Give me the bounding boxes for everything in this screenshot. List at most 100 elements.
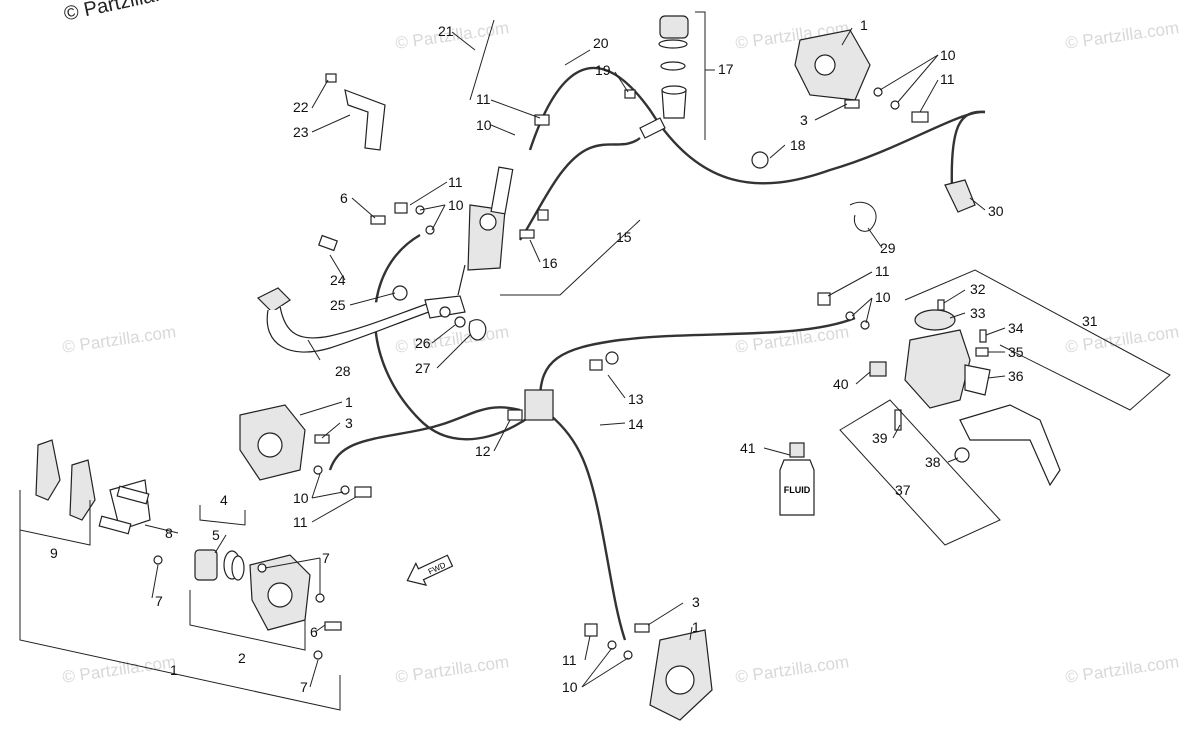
callout-29[interactable]: 29 xyxy=(880,240,896,256)
callout-10-top[interactable]: 10 xyxy=(476,117,492,133)
callout-13[interactable]: 13 xyxy=(628,391,644,407)
fluid-reservoir[interactable] xyxy=(639,15,689,139)
callout-34[interactable]: 34 xyxy=(1008,320,1024,336)
callout-11-right[interactable]: 11 xyxy=(875,263,890,279)
caliper-rear-left[interactable] xyxy=(194,549,342,660)
callout-32[interactable]: 32 xyxy=(970,281,986,297)
brake-hose-20[interactable] xyxy=(528,66,986,185)
caliper-rear[interactable] xyxy=(584,623,713,721)
callout-41[interactable]: 41 xyxy=(740,440,756,456)
callout-11-bottom[interactable]: 11 xyxy=(562,652,577,668)
callout-6-bottom[interactable]: 6 xyxy=(310,624,318,640)
callout-26[interactable]: 26 xyxy=(415,335,431,351)
callout-1-bottom[interactable]: 1 xyxy=(692,619,700,635)
callout-28[interactable]: 28 xyxy=(335,363,351,379)
return-spring-21[interactable] xyxy=(469,19,495,101)
callout-33[interactable]: 33 xyxy=(970,305,986,321)
fitting-16[interactable] xyxy=(519,229,535,239)
pin-26[interactable] xyxy=(454,316,466,328)
o-ring-7 xyxy=(315,593,325,603)
bolt-22[interactable] xyxy=(325,73,337,83)
switch-40 xyxy=(869,361,887,377)
callout-5[interactable]: 5 xyxy=(212,527,220,543)
callout-36[interactable]: 36 xyxy=(1008,368,1024,384)
washer-25[interactable] xyxy=(392,285,408,301)
callout-38[interactable]: 38 xyxy=(925,454,941,470)
callout-7-left[interactable]: 7 xyxy=(155,593,163,609)
callout-10-right[interactable]: 10 xyxy=(875,289,891,305)
callout-2[interactable]: 2 xyxy=(238,650,246,666)
bleeder-6[interactable] xyxy=(370,215,386,225)
callout-14[interactable]: 14 xyxy=(628,416,644,432)
bolt-12[interactable] xyxy=(507,409,523,421)
callout-27[interactable]: 27 xyxy=(415,360,431,376)
callout-19[interactable]: 19 xyxy=(595,62,611,78)
callout-21[interactable]: 21 xyxy=(438,23,454,39)
clip-27[interactable] xyxy=(468,319,487,341)
washer-10b[interactable] xyxy=(425,225,435,235)
callout-3-bottom[interactable]: 3 xyxy=(692,594,700,610)
callout-23[interactable]: 23 xyxy=(293,124,309,140)
brake-pad-set[interactable] xyxy=(35,439,163,565)
callout-30[interactable]: 30 xyxy=(988,203,1004,219)
caliper-front-left[interactable] xyxy=(239,404,372,498)
brake-pedal[interactable] xyxy=(256,287,466,353)
nut-18[interactable] xyxy=(751,151,769,169)
clip-16[interactable] xyxy=(537,209,549,221)
callout-31[interactable]: 31 xyxy=(1082,313,1098,329)
callout-20[interactable]: 20 xyxy=(593,35,609,51)
banjo-bolt-11[interactable] xyxy=(394,202,408,214)
banjo-bolt-11-top[interactable] xyxy=(534,114,550,126)
callout-37[interactable]: 37 xyxy=(895,482,911,498)
callout-4[interactable]: 4 xyxy=(220,492,228,508)
callout-3-left[interactable]: 3 xyxy=(345,415,353,431)
callout-40[interactable]: 40 xyxy=(833,376,849,392)
brake-junction-block[interactable] xyxy=(524,389,554,421)
bracket-1 xyxy=(19,530,341,711)
callout-11-mid[interactable]: 11 xyxy=(448,174,463,190)
mounting-bracket-23[interactable] xyxy=(344,89,386,151)
hose-clip-30[interactable] xyxy=(944,179,976,213)
callout-16[interactable]: 16 xyxy=(542,255,558,271)
callout-25[interactable]: 25 xyxy=(330,297,346,313)
callout-12[interactable]: 12 xyxy=(475,443,491,459)
brake-fluid-bottle[interactable]: FLUID xyxy=(779,442,815,516)
callout-24[interactable]: 24 xyxy=(330,272,346,288)
hose-clamp-29[interactable] xyxy=(849,201,877,232)
callout-15[interactable]: 15 xyxy=(616,229,632,245)
callout-7-bottom[interactable]: 7 xyxy=(300,679,308,695)
callout-1-top-right[interactable]: 1 xyxy=(860,17,868,33)
callout-1-left[interactable]: 1 xyxy=(345,394,353,410)
callout-7-upper[interactable]: 7 xyxy=(322,550,330,566)
screw-19[interactable] xyxy=(624,89,636,99)
callout-11-top-right[interactable]: 11 xyxy=(940,71,955,87)
reservoir-hose[interactable] xyxy=(519,137,641,241)
fitting-13[interactable] xyxy=(589,359,603,371)
callout-39[interactable]: 39 xyxy=(872,430,888,446)
bolt-24[interactable] xyxy=(318,234,338,252)
callout-11-top[interactable]: 11 xyxy=(476,91,491,107)
callout-10-mid[interactable]: 10 xyxy=(448,197,464,213)
brake-hose-14[interactable] xyxy=(549,414,627,641)
callout-35[interactable]: 35 xyxy=(1008,344,1024,360)
handlebar-brake-hose[interactable] xyxy=(538,316,856,401)
brake-lever xyxy=(959,404,1061,487)
callout-8[interactable]: 8 xyxy=(165,525,173,541)
callout-1-bottom-left[interactable]: 1 xyxy=(170,662,178,678)
nut-13[interactable] xyxy=(605,351,619,365)
callout-3-top-right[interactable]: 3 xyxy=(800,112,808,128)
callout-18[interactable]: 18 xyxy=(790,137,806,153)
callout-17[interactable]: 17 xyxy=(718,61,734,77)
callout-9[interactable]: 9 xyxy=(50,545,58,561)
callout-22[interactable]: 22 xyxy=(293,99,309,115)
callout-11-left[interactable]: 11 xyxy=(293,514,308,530)
pedal-master-cylinder[interactable] xyxy=(457,166,514,296)
callout-10-left[interactable]: 10 xyxy=(293,490,309,506)
callout-6-mid[interactable]: 6 xyxy=(340,190,348,206)
brake-hose-15[interactable] xyxy=(373,233,551,441)
handlebar-master-cylinder[interactable] xyxy=(817,292,1061,487)
callout-10-top-right[interactable]: 10 xyxy=(940,47,956,63)
caliper-front-right[interactable] xyxy=(794,29,929,123)
brake-hose-left[interactable] xyxy=(328,406,521,471)
callout-10-bottom[interactable]: 10 xyxy=(562,679,578,695)
